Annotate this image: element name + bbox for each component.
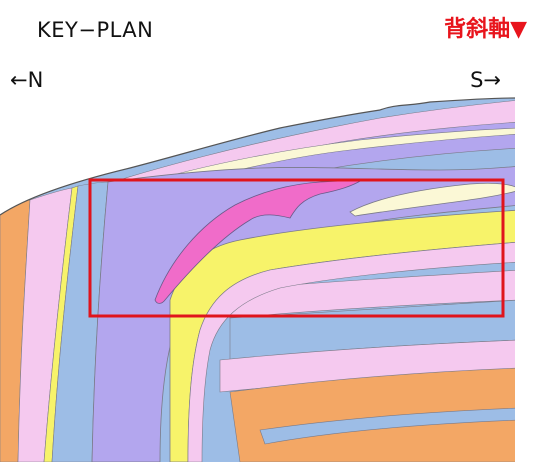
north-direction-label: ←N — [10, 68, 44, 92]
anticline-axis-label: 背斜軸▼ — [444, 17, 527, 42]
key-plan-title: KEY−PLAN — [37, 18, 154, 42]
upper-layer-cream — [119, 127, 515, 201]
lower-orange-layer — [229, 367, 515, 462]
cream-lens — [349, 182, 515, 217]
magenta-hinge-layer — [154, 179, 364, 304]
south-direction-label: S→ — [470, 68, 501, 92]
lower-blue-stripe — [259, 407, 515, 445]
highlight-frame — [88, 178, 505, 318]
strata-group — [0, 98, 515, 462]
surface-profile — [0, 97, 516, 216]
right-band-pink — [229, 269, 515, 319]
